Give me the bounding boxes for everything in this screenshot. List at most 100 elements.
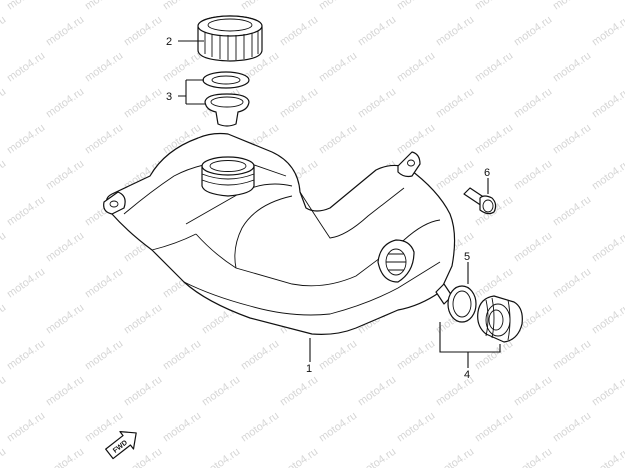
watermark-text: moto4.ru [473,338,515,373]
watermark-text: moto4.ru [395,410,437,445]
watermark-text: moto4.ru [239,410,281,445]
callout-1: 1 [306,363,312,375]
watermark-text: moto4.ru [317,122,359,157]
watermark-text: moto4.ru [512,14,554,49]
watermark-text: moto4.ru [473,50,515,85]
watermark-text: moto4.ru [5,0,47,12]
watermark-text: moto4.ru [590,230,625,265]
watermark-text: moto4.ru [551,338,593,373]
watermark-text: moto4.ru [512,374,554,409]
watermark-text: moto4.ru [395,50,437,85]
watermark-text: moto4.ru [200,446,242,468]
watermark-text: moto4.ru [0,302,8,337]
watermark-text: moto4.ru [83,50,125,85]
watermark-text: moto4.ru [44,446,86,468]
fuel-tank-part [103,132,456,335]
watermark-text: moto4.ru [395,338,437,373]
watermark-text: moto4.ru [512,158,554,193]
watermark-text: moto4.ru [356,374,398,409]
watermark-text: moto4.ru [239,338,281,373]
watermark-text: moto4.ru [317,0,359,12]
watermark-text: moto4.ru [5,266,47,301]
watermark-text: moto4.ru [122,14,164,49]
watermark-text: moto4.ru [551,122,593,157]
watermark-text: moto4.ru [200,374,242,409]
watermark-text: moto4.ru [0,86,8,121]
watermark-text: moto4.ru [551,194,593,229]
watermark-text: moto4.ru [83,266,125,301]
watermark-text: moto4.ru [161,410,203,445]
watermark-text: moto4.ru [278,14,320,49]
watermark-text: moto4.ru [44,230,86,265]
callout-labels: 2 3 6 5 1 4 [166,36,490,381]
watermark-text: moto4.ru [44,14,86,49]
watermark-text: moto4.ru [5,194,47,229]
watermark-text: moto4.ru [551,266,593,301]
watermark-text: moto4.ru [0,446,8,468]
watermark-text: moto4.ru [590,14,625,49]
watermark-text: moto4.ru [83,0,125,12]
watermark-text: moto4.ru [122,86,164,121]
watermark-text: moto4.ru [0,374,8,409]
plug-fitting-part [477,295,523,343]
watermark-text: moto4.ru [0,14,8,49]
watermark-text: moto4.ru [434,14,476,49]
watermark-text: moto4.ru [5,50,47,85]
watermark-text: moto4.ru [395,0,437,12]
watermark-text: moto4.ru [356,14,398,49]
callout-4: 4 [464,369,470,381]
watermark-text: moto4.ru [356,446,398,468]
watermark-text: moto4.ru [0,158,8,193]
callout-6: 6 [484,167,490,179]
watermark-text: moto4.ru [590,158,625,193]
watermark-text: moto4.ru [44,302,86,337]
watermark-text: moto4.ru [434,86,476,121]
watermark-text: moto4.ru [161,338,203,373]
callout-3: 3 [166,91,172,103]
watermark-text: moto4.ru [473,122,515,157]
watermark-text: moto4.ru [317,410,359,445]
watermark-text: moto4.ru [317,338,359,373]
callout-2: 2 [166,36,172,48]
watermark-text: moto4.ru [83,122,125,157]
watermark-text: moto4.ru [161,0,203,12]
watermark-text: moto4.ru [317,50,359,85]
watermark-text: moto4.ru [239,0,281,12]
watermark-text: moto4.ru [5,410,47,445]
bolt-part [463,187,497,215]
watermark-text: moto4.ru [5,122,47,157]
watermark-text: moto4.ru [122,446,164,468]
watermark-text: moto4.ru [278,86,320,121]
watermark-text: moto4.ru [278,374,320,409]
o-ring-part [435,283,477,323]
watermark-text: moto4.ru [44,86,86,121]
watermark-text: moto4.ru [434,158,476,193]
watermark-text: moto4.ru [434,446,476,468]
callout-5: 5 [464,251,470,263]
watermark-text: moto4.ru [590,446,625,468]
watermark-text: moto4.ru [512,230,554,265]
watermark-text: moto4.ru [278,446,320,468]
gasket-strainer-part [202,71,250,127]
watermark-text: moto4.ru [122,374,164,409]
leader-lines [178,40,501,368]
watermark-text: moto4.ru [590,86,625,121]
watermark-text: moto4.ru [122,302,164,337]
watermark-text: moto4.ru [0,230,8,265]
watermark-text: moto4.ru [551,50,593,85]
watermark-text: moto4.ru [44,158,86,193]
watermark-text: moto4.ru [590,302,625,337]
filler-cap-part [197,15,263,62]
watermark-text: moto4.ru [161,50,203,85]
watermark-text: moto4.ru [512,446,554,468]
watermark-text: moto4.ru [473,410,515,445]
watermark-text: moto4.ru [5,338,47,373]
watermark-text: moto4.ru [83,338,125,373]
watermark-text: moto4.ru [512,86,554,121]
watermark-text: moto4.ru [44,374,86,409]
watermark-text: moto4.ru [551,410,593,445]
watermark-text: moto4.ru [473,266,515,301]
watermark-text: moto4.ru [551,0,593,12]
watermark-text: moto4.ru [395,122,437,157]
